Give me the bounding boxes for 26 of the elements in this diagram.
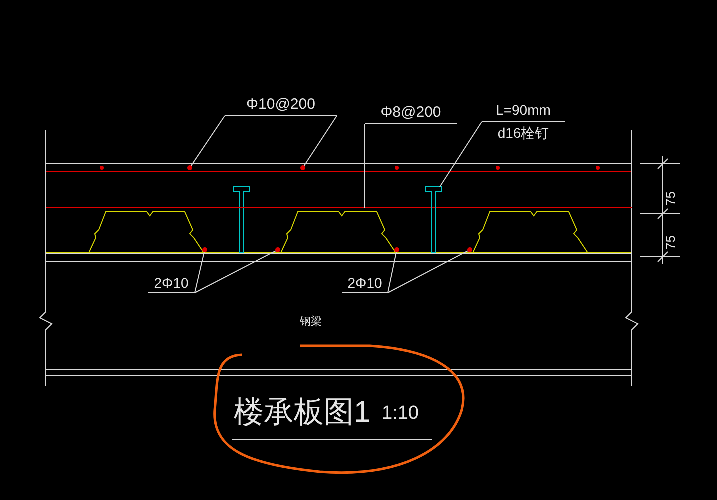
dimension-text: 75 xyxy=(664,236,677,250)
rebar-dot xyxy=(300,166,306,170)
leader-label: d16栓钉 xyxy=(496,124,550,139)
scale-label: 1:10 xyxy=(382,404,419,423)
leader-label: Φ10@200 xyxy=(225,97,337,116)
leader-line xyxy=(440,122,482,188)
leader-label: Φ8@200 xyxy=(365,105,457,124)
rebar-dot xyxy=(468,248,472,252)
leader-line xyxy=(194,252,205,294)
leader-line xyxy=(194,250,276,294)
leader-line xyxy=(388,250,468,294)
shear-stud xyxy=(426,186,442,254)
part-label: 钢梁 xyxy=(300,317,322,328)
rebar-dot xyxy=(394,248,400,252)
drawing-title: 楼承板图1 xyxy=(234,398,371,428)
dimension-text: 75 xyxy=(664,192,677,206)
leader-line xyxy=(190,116,226,166)
rebar-dot xyxy=(202,248,208,252)
leader-label: 2Φ10 xyxy=(342,276,388,293)
leader-label: L=90mm xyxy=(482,103,565,122)
rebar-dot xyxy=(276,248,280,252)
rebar-dot xyxy=(188,166,192,170)
leader-line xyxy=(388,252,397,294)
leader-line xyxy=(364,124,366,208)
leader-label: 2Φ10 xyxy=(148,276,195,293)
leader-line xyxy=(304,116,338,166)
